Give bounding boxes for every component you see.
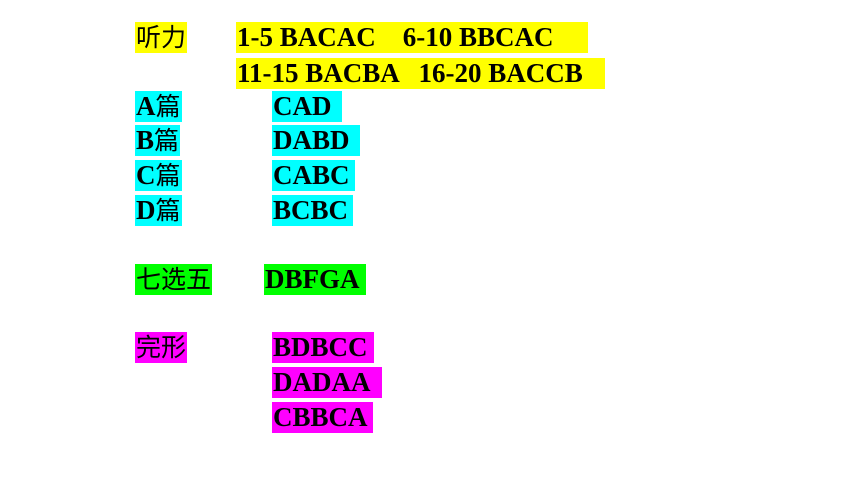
- reading-b-letter: B: [136, 125, 155, 155]
- reading-c-suffix: 篇: [155, 161, 181, 190]
- reading-a-answer: CAD: [272, 91, 342, 122]
- cloze-answers-line-2: DADAA: [272, 367, 382, 398]
- listening-answers-line-2: 11-15 BACBA 16-20 BACCB: [236, 58, 605, 89]
- reading-a-letter: A: [136, 91, 156, 121]
- reading-c-letter: C: [136, 160, 156, 190]
- reading-b-suffix: 篇: [154, 126, 180, 155]
- reading-d-label: D篇: [135, 195, 182, 226]
- seven-choose-five-label: 七选五: [135, 264, 213, 295]
- seven-choose-five-answer: DBFGA: [264, 264, 366, 295]
- reading-b-label: B篇: [135, 125, 181, 156]
- reading-d-answer: BCBC: [272, 195, 353, 226]
- cloze-answers-line-3: CBBCA: [272, 402, 373, 433]
- reading-a-suffix: 篇: [155, 92, 181, 121]
- reading-c-label: C篇: [135, 160, 182, 191]
- reading-c-answer: CABC: [272, 160, 355, 191]
- reading-b-answer: DABD: [272, 125, 360, 156]
- cloze-answers-line-1: BDBCC: [272, 332, 374, 363]
- listening-label: 听力: [135, 22, 188, 53]
- reading-a-label: A篇: [135, 91, 182, 122]
- reading-d-suffix: 篇: [155, 196, 181, 225]
- listening-answers-line-1: 1-5 BACAC 6-10 BBCAC: [236, 22, 588, 53]
- cloze-label: 完形: [135, 332, 188, 363]
- reading-d-letter: D: [136, 195, 156, 225]
